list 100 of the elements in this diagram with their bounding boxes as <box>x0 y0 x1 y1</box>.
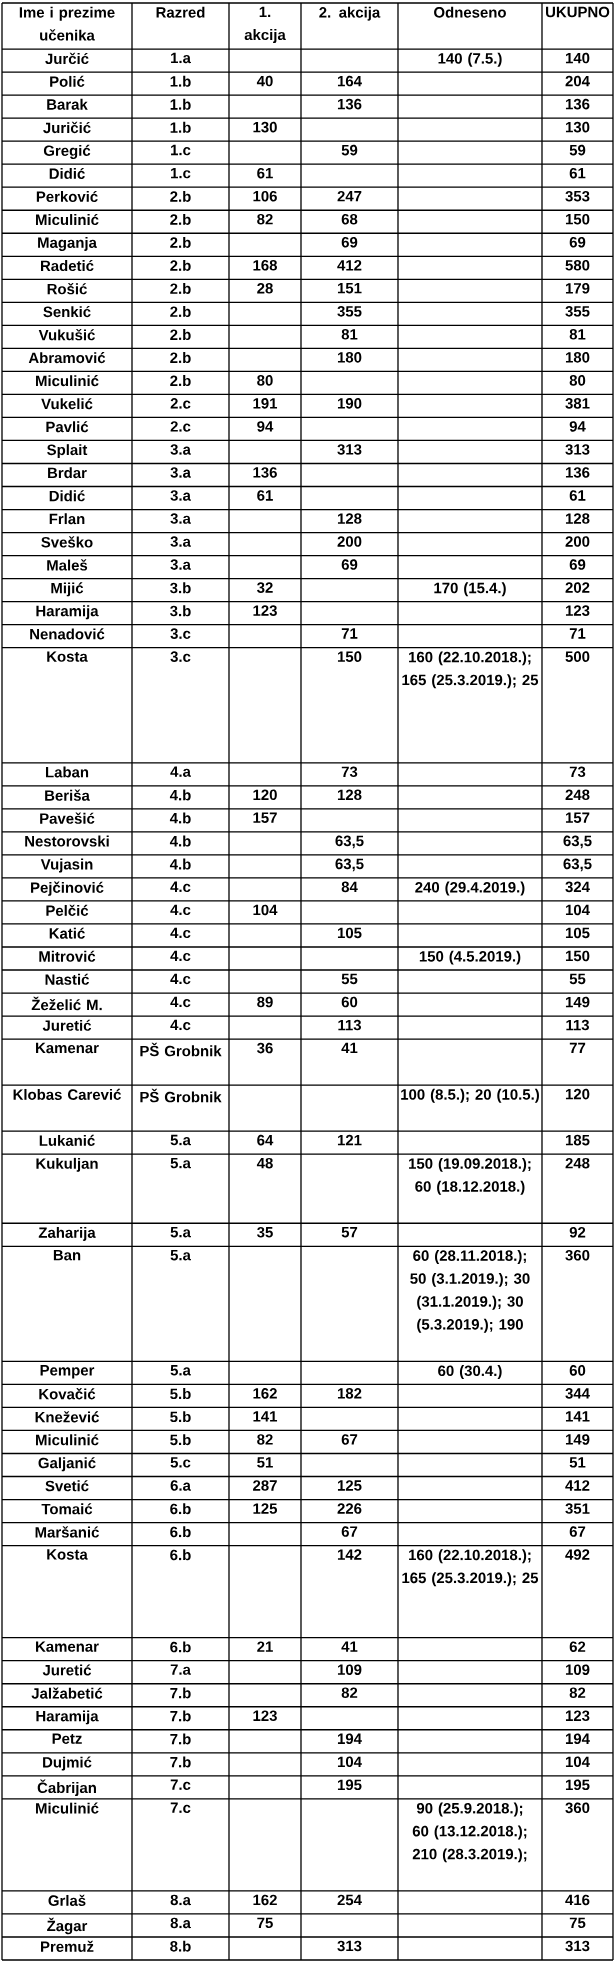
amount-value: 51 <box>257 1457 273 1468</box>
amount-value: 63,5 <box>335 858 364 872</box>
class-label: 5.a <box>170 1226 191 1238</box>
student-name: Nenadović <box>30 628 105 640</box>
amount-value: 182 <box>337 1388 362 1399</box>
student-name: Pavešić <box>40 812 95 824</box>
class-label: 2.c <box>170 421 191 432</box>
total-value: 248 <box>565 1157 590 1169</box>
amount-value: 82 <box>257 213 273 225</box>
student-name: Kamenar <box>36 1641 99 1652</box>
student-name: Mijić <box>51 582 84 597</box>
student-name: Nestorovski <box>25 835 109 847</box>
student-name: Haramija <box>36 605 99 620</box>
total-value: 130 <box>565 121 590 133</box>
total-value: 140 <box>565 52 590 64</box>
total-value: 149 <box>565 1434 590 1445</box>
amount-value: 136 <box>337 98 362 110</box>
student-name: Mitrović <box>39 950 96 962</box>
class-label: 6.b <box>170 1503 191 1515</box>
total-value: 194 <box>565 1733 590 1745</box>
total-value: 51 <box>569 1457 586 1468</box>
total-value: 412 <box>565 1480 590 1491</box>
total-value: 62 <box>569 1641 586 1652</box>
student-name: Miculinić <box>36 213 99 226</box>
column-header: Razred <box>156 6 205 18</box>
amount-value: 109 <box>337 1664 362 1675</box>
column-header: 2. akcija <box>319 6 381 21</box>
amount-value: 63,5 <box>335 835 364 849</box>
class-label: 7.a <box>170 1664 191 1675</box>
amount-value: 128 <box>337 789 362 801</box>
amount-value: 150 <box>337 651 362 662</box>
amount-value: 60 <box>341 996 358 1008</box>
class-label: 4.a <box>170 766 191 777</box>
student-name: Maršanić <box>35 1526 99 1538</box>
class-label: 5.a <box>170 1157 191 1169</box>
student-name: Pavlić <box>46 421 89 433</box>
class-label: 4.b <box>169 835 191 847</box>
total-value: 500 <box>565 651 590 662</box>
amount-value: 287 <box>253 1480 277 1491</box>
student-name: Lukanić <box>39 1134 95 1146</box>
class-label: 5.a <box>170 1365 191 1376</box>
class-label: 1.c <box>171 144 191 156</box>
class-label: 3.c <box>170 628 191 639</box>
amount-value: 355 <box>337 306 362 317</box>
class-label: 4.c <box>170 950 191 962</box>
class-label: 2.b <box>170 213 191 225</box>
amount-value: 61 <box>257 167 273 179</box>
class-label: PŠ Grobnik <box>140 1088 222 1103</box>
amount-value: 82 <box>341 1687 358 1698</box>
amount-value: 123 <box>253 1710 277 1722</box>
total-value: 344 <box>565 1388 590 1399</box>
amount-value: 130 <box>253 121 277 133</box>
total-value: 60 <box>569 1365 586 1376</box>
total-value: 179 <box>565 283 590 294</box>
student-name: Nastić <box>45 973 89 985</box>
student-name: Miculinić <box>36 375 99 387</box>
amount-value: 313 <box>337 444 362 455</box>
amount-value: 247 <box>337 190 362 202</box>
total-value: 123 <box>565 1710 590 1722</box>
student-name: Vukelić <box>41 398 93 410</box>
delivery-note: 150 (4.5.2019.) <box>419 950 521 965</box>
class-label: 6.b <box>170 1549 191 1561</box>
amount-value: 61 <box>257 490 273 501</box>
total-value: 351 <box>565 1503 590 1514</box>
amount-value: 190 <box>337 398 362 409</box>
delivery-note: 90 (25.9.2018.); 60 (13.12.2018.); 210 (28.3.2019.); <box>412 1802 527 1863</box>
amount-value: 254 <box>337 1894 362 1906</box>
class-label: 1.c <box>171 167 191 179</box>
student-name: Beriša <box>45 789 90 801</box>
amount-value: 168 <box>253 260 277 271</box>
class-label: 3.a <box>170 536 191 547</box>
class-label: 4.b <box>169 789 191 801</box>
amount-value: 36 <box>257 1042 273 1054</box>
amount-value: 69 <box>341 236 358 248</box>
amount-value: 57 <box>341 1226 358 1238</box>
amount-value: 55 <box>341 973 358 985</box>
class-label: 5.b <box>170 1388 191 1400</box>
delivery-note: 150 (19.09.2018.); 60 (18.12.2018.) <box>409 1157 531 1195</box>
total-value: 324 <box>565 881 590 893</box>
delivery-note: 170 (15.4.) <box>434 582 506 597</box>
total-value: 185 <box>565 1134 590 1146</box>
amount-value: 94 <box>257 421 274 432</box>
student-name: Maganja <box>38 236 97 251</box>
total-value: 202 <box>565 582 590 593</box>
class-label: 1.b <box>170 98 191 110</box>
class-label: 7.b <box>170 1710 191 1722</box>
delivery-note: 140 (7.5.) <box>438 52 502 67</box>
class-label: 2.b <box>170 260 191 271</box>
total-value: 360 <box>565 1802 590 1814</box>
amount-value: 142 <box>337 1549 362 1560</box>
total-value: 55 <box>569 973 586 985</box>
amount-value: 41 <box>341 1641 358 1652</box>
student-name: Klobas Carević <box>13 1088 121 1100</box>
class-label: 5.a <box>170 1134 191 1146</box>
delivery-note: 60 (30.4.) <box>438 1365 502 1379</box>
student-name: Zaharija <box>38 1226 96 1241</box>
student-name: Miculinić <box>36 1434 99 1446</box>
delivery-note: 240 (29.4.2019.) <box>415 881 525 896</box>
amount-value: 82 <box>257 1434 273 1445</box>
student-name: Čabrijan <box>37 1779 96 1796</box>
